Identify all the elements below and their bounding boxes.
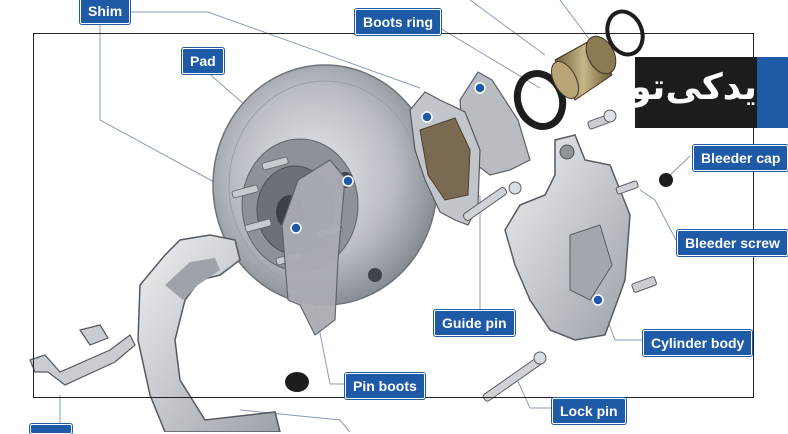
- brake-pad: [409, 91, 481, 226]
- shim-front: [281, 159, 346, 336]
- bleeder-cap-part: [659, 173, 673, 187]
- callout-dots: [290, 82, 604, 306]
- label-pad: Pad: [182, 48, 224, 74]
- label-clip-cropped: [30, 424, 72, 434]
- leader-lines: [59, 0, 691, 432]
- label-guide-pin: Guide pin: [434, 310, 515, 336]
- label-bleeder-cap: Bleeder cap: [693, 145, 788, 171]
- bolt-part: [587, 109, 617, 130]
- pin-boots-part: [285, 372, 309, 392]
- caliper-bolt-part: [631, 276, 657, 293]
- piston-part: [550, 35, 617, 101]
- logo-accent: [757, 57, 788, 128]
- caliper-body: [504, 134, 631, 341]
- label-lock-pin: Lock pin: [552, 398, 626, 424]
- label-shim: Shim: [80, 0, 131, 24]
- guide-pin-part: [462, 181, 522, 221]
- caliper-bracket: [137, 234, 281, 432]
- logo-text: یدکی‌تو: [629, 67, 757, 108]
- label-bleeder-screw: Bleeder screw: [677, 230, 788, 256]
- anti-rattle-clip: [29, 324, 136, 386]
- logo-dark-panel: [635, 57, 757, 128]
- brand-logo: یدکی‌تو: [629, 57, 788, 128]
- label-cylinder-body: Cylinder body: [643, 330, 753, 356]
- lock-pin-part: [482, 351, 547, 402]
- piston-seal-part: [605, 9, 645, 57]
- label-boots-ring: Boots ring: [355, 9, 441, 35]
- label-pin-boots: Pin boots: [345, 373, 425, 399]
- bleeder-screw-part: [615, 180, 639, 195]
